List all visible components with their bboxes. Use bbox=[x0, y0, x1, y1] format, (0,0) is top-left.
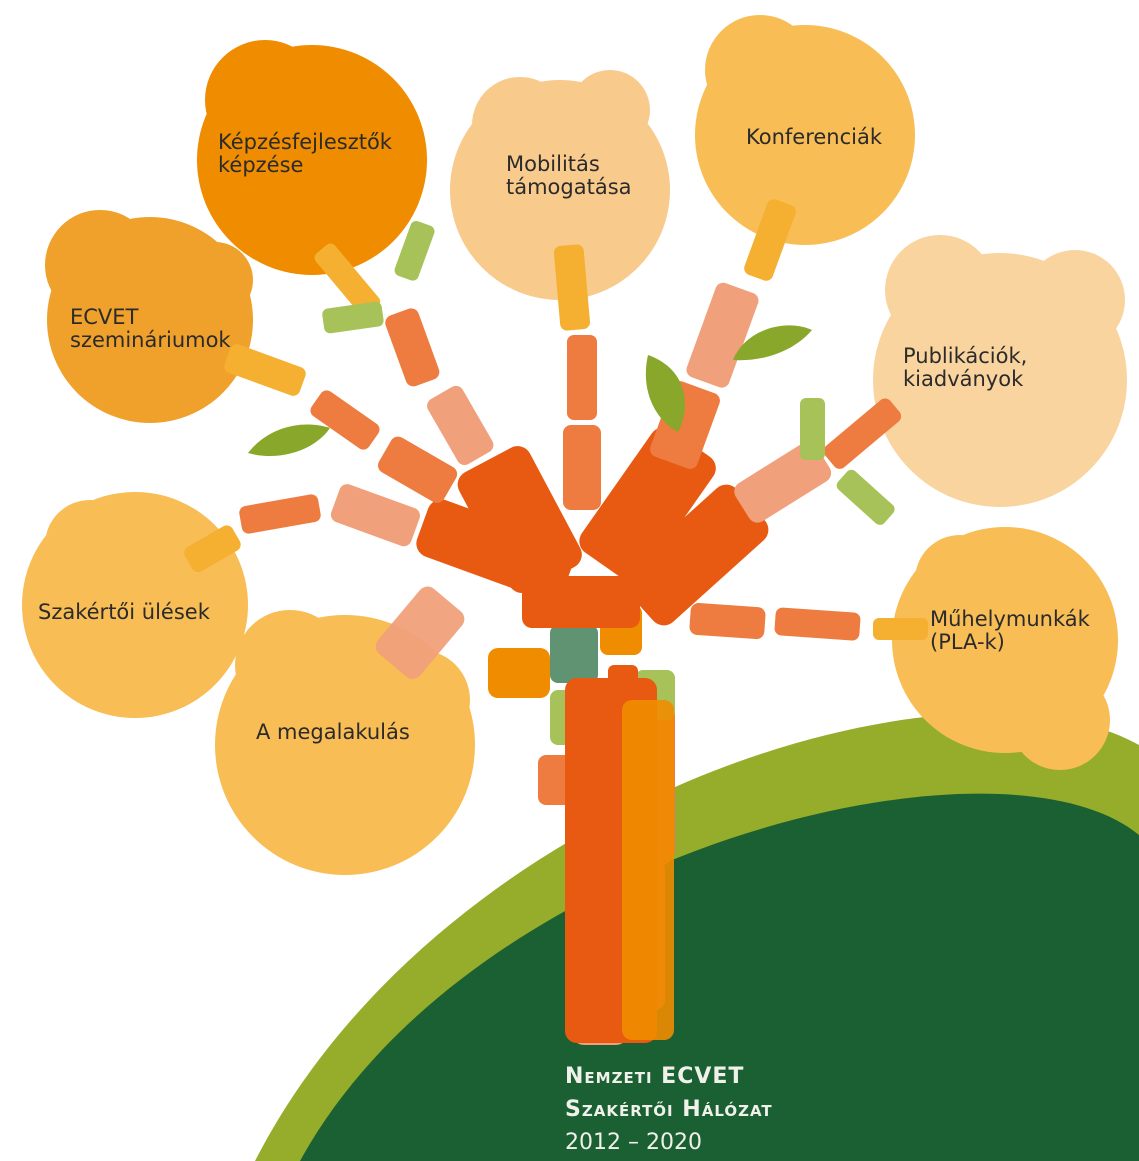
bubbles bbox=[22, 15, 1127, 875]
label-szakertoi: Szakértői ülések bbox=[38, 600, 210, 624]
ground bbox=[255, 713, 1139, 1161]
bubble-shape bbox=[885, 235, 995, 345]
brand-line-1: Nemzeti ECVET bbox=[565, 1064, 745, 1089]
bubble-shape bbox=[45, 210, 155, 320]
hill-dark-green bbox=[300, 793, 1139, 1161]
bubble-shape bbox=[205, 40, 325, 160]
label-konferenciak: Konferenciák bbox=[746, 125, 883, 149]
bubble-shape bbox=[915, 535, 1005, 625]
bubble-mobilitas bbox=[450, 70, 670, 300]
bubble-kepzesfejlesztok bbox=[197, 40, 427, 275]
bubble-shape bbox=[45, 500, 135, 590]
bubble-shape bbox=[705, 15, 815, 125]
bubble-ecvet bbox=[45, 210, 253, 423]
bubble-shape bbox=[177, 242, 253, 318]
bubble-shape bbox=[1010, 670, 1110, 770]
leaf-icon bbox=[248, 424, 330, 457]
bubble-shape bbox=[472, 77, 568, 173]
leaves bbox=[248, 325, 812, 457]
bubble-shape bbox=[370, 650, 470, 750]
bubble-shape bbox=[1025, 250, 1125, 350]
leaf-icon bbox=[645, 355, 685, 432]
bubble-shape bbox=[570, 70, 650, 150]
brand-line-2: Szakértői Hálózat bbox=[565, 1097, 773, 1122]
leaf-icon bbox=[733, 325, 812, 361]
bubble-megalakulas bbox=[215, 610, 475, 875]
label-muhelymunkak: Műhelymunkák(PLA-k) bbox=[930, 607, 1090, 654]
bubble-publikaciok bbox=[873, 235, 1127, 507]
bubble-muhelymunkak bbox=[892, 527, 1118, 770]
trunk bbox=[488, 605, 675, 1045]
bubble-shape bbox=[235, 610, 345, 720]
label-megalakulas: A megalakulás bbox=[256, 720, 410, 744]
bubble-konferenciak bbox=[695, 15, 915, 245]
label-publikaciok: Publikációk,kiadványok bbox=[903, 344, 1028, 391]
brand-years: 2012 – 2020 bbox=[565, 1130, 702, 1155]
